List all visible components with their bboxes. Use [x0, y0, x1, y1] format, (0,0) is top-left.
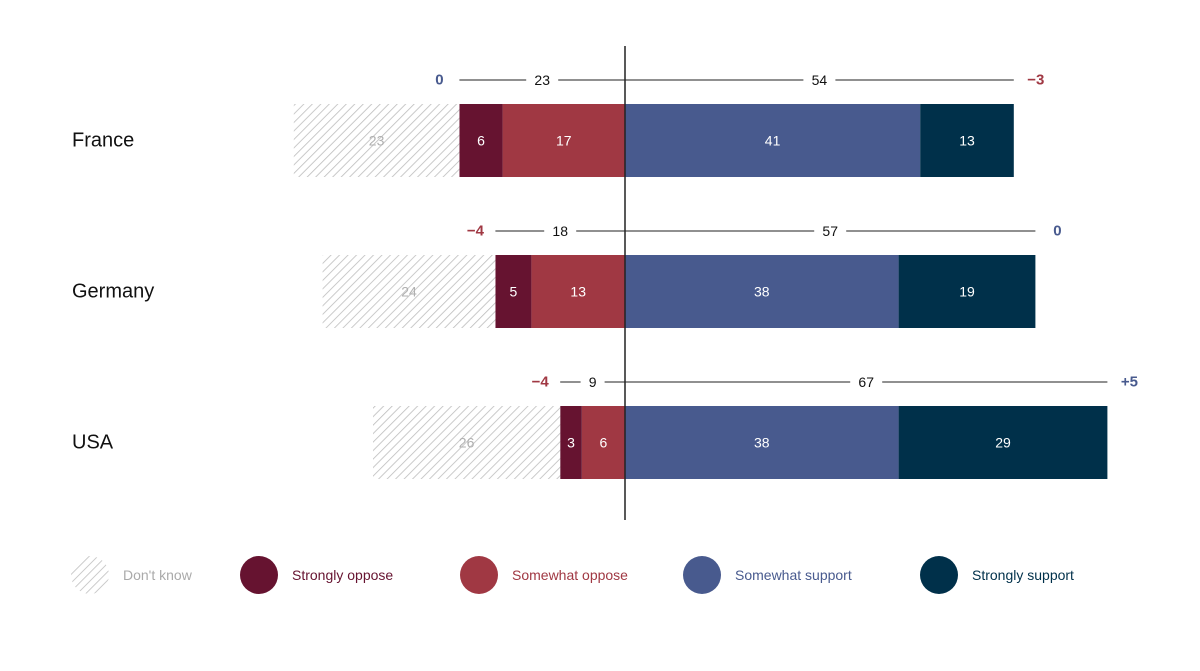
legend-item-somewhat-support: Somewhat support: [683, 556, 852, 594]
bar-value-label: 3: [567, 435, 575, 451]
legend-item-strongly-support: Strongly support: [920, 556, 1074, 594]
bar-segment-somewhat-support: [625, 406, 899, 479]
oppose-change-label: −4: [532, 374, 550, 391]
support-total-label: 54: [812, 72, 828, 88]
oppose-total-label: 23: [534, 72, 550, 88]
legend: Don't know Strongly oppose Somewhat oppose…: [71, 556, 1074, 594]
bar-segment-strongly-support: [920, 104, 1014, 177]
bar-value-label: 41: [765, 133, 781, 149]
legend-item-somewhat-oppose: Somewhat oppose: [460, 556, 628, 594]
chart-row-france: France 17 6 23 41 13 23 54 0 −3: [72, 72, 1044, 177]
support-total-label: 57: [822, 223, 838, 239]
oppose-total-label: 18: [552, 223, 568, 239]
bar-segment-somewhat-oppose: [502, 104, 625, 177]
bar-segment-somewhat-oppose: [581, 406, 625, 479]
support-change-label: −3: [1027, 72, 1044, 89]
oppose-total-label: 9: [589, 374, 597, 390]
bar-segment-somewhat-support: [625, 104, 921, 177]
legend-swatch: [71, 556, 109, 594]
legend-swatch: [683, 556, 721, 594]
legend-item-don-t-know: Don't know: [71, 556, 193, 594]
legend-label: Strongly support: [972, 567, 1074, 583]
bar-segment-somewhat-support: [625, 255, 899, 328]
bar-segment-strongly-oppose: [560, 406, 582, 479]
bar-segment-somewhat-oppose: [531, 255, 625, 328]
legend-label: Somewhat oppose: [512, 567, 628, 583]
support-change-label: +5: [1121, 374, 1138, 391]
bar-value-label: 13: [570, 284, 586, 300]
category-label: France: [72, 130, 134, 152]
bar-segment-strongly-support: [898, 255, 1036, 328]
bar-value-label: 13: [959, 133, 975, 149]
bar-segment-strongly-support: [898, 406, 1108, 479]
legend-item-strongly-oppose: Strongly oppose: [240, 556, 393, 594]
bar-segment-don-t-know: [373, 406, 561, 479]
bar-value-label: 17: [556, 133, 572, 149]
bar-value-label: 26: [459, 435, 475, 451]
oppose-change-label: −4: [467, 223, 485, 240]
bar-value-label: 5: [510, 284, 518, 300]
bar-segment-don-t-know: [322, 255, 496, 328]
bar-value-label: 24: [401, 284, 417, 300]
bar-segment-strongly-oppose: [495, 255, 532, 328]
bar-value-label: 6: [477, 133, 485, 149]
support-total-label: 67: [858, 374, 874, 390]
bar-value-label: 6: [600, 435, 608, 451]
chart-row-germany: Germany 13 5 24 38 19 18 57 −4 0: [72, 223, 1062, 328]
bar-segment-don-t-know: [293, 104, 460, 177]
bar-value-label: 23: [369, 133, 385, 149]
legend-label: Somewhat support: [735, 567, 852, 583]
bar-segment-strongly-oppose: [459, 104, 503, 177]
bar-value-label: 19: [959, 284, 975, 300]
oppose-change-label: 0: [435, 72, 443, 89]
chart-row-usa: USA 6 3 26 38 29 9 67 −4 +5: [72, 374, 1138, 479]
bar-value-label: 38: [754, 435, 770, 451]
legend-label: Don't know: [123, 567, 193, 583]
category-label: USA: [72, 432, 114, 454]
legend-label: Strongly oppose: [292, 567, 393, 583]
bar-value-label: 38: [754, 284, 770, 300]
category-label: Germany: [72, 281, 154, 303]
bar-value-label: 29: [995, 435, 1011, 451]
legend-swatch: [460, 556, 498, 594]
legend-swatch: [920, 556, 958, 594]
support-change-label: 0: [1053, 223, 1061, 240]
legend-swatch: [240, 556, 278, 594]
